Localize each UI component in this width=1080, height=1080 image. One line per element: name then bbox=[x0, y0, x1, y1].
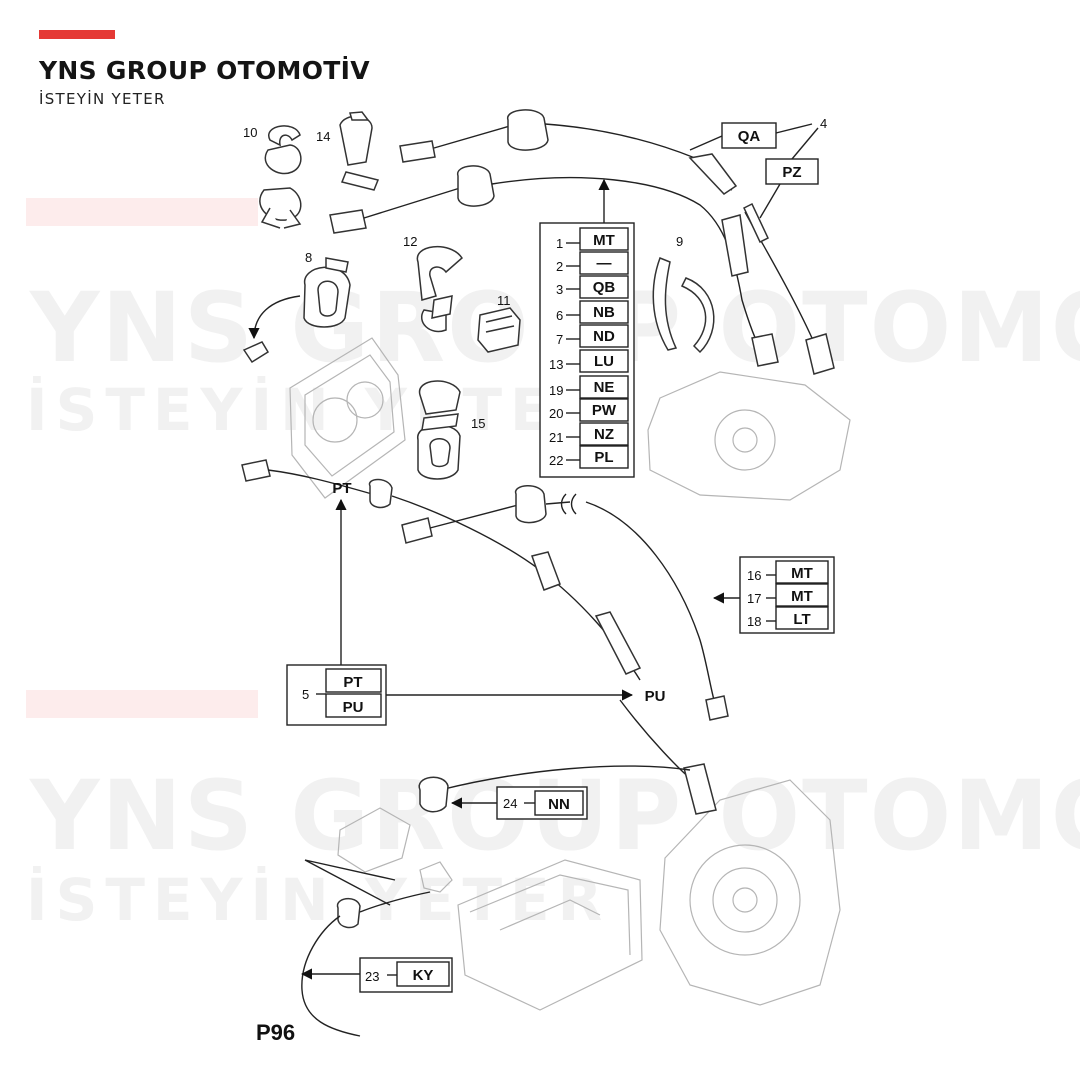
clip-part-11 bbox=[477, 307, 521, 353]
speedometer-cable-pz bbox=[743, 202, 835, 375]
pu-label: PU bbox=[645, 688, 666, 705]
svg-text:NN: NN bbox=[548, 796, 570, 813]
center-row-7: 7 ND bbox=[556, 324, 629, 348]
svg-text:21: 21 bbox=[549, 430, 563, 445]
gearbox-sketch-bottom bbox=[659, 779, 841, 1006]
svg-text:19: 19 bbox=[549, 383, 563, 398]
part-number-12: 12 bbox=[403, 234, 417, 249]
part-number-15: 15 bbox=[471, 416, 485, 431]
svg-text:22: 22 bbox=[549, 453, 563, 468]
svg-text:ND: ND bbox=[593, 328, 615, 345]
right-row-16: 16 MT bbox=[747, 560, 829, 584]
center-row-13: 13 LU bbox=[549, 349, 629, 373]
svg-text:PW: PW bbox=[592, 402, 617, 419]
left-code-table: 5 PT PU bbox=[286, 498, 634, 726]
clip-part-15 bbox=[417, 380, 461, 480]
brand-title: YNS GROUP OTOMOTİV bbox=[39, 56, 370, 85]
right-row-17: 17 MT bbox=[747, 583, 829, 607]
svg-text:KY: KY bbox=[413, 967, 434, 984]
brand-accent-bar bbox=[39, 30, 115, 39]
part-number-10: 10 bbox=[243, 125, 257, 140]
svg-text:24: 24 bbox=[503, 796, 517, 811]
brand-subtitle: İSTEYİN YETER bbox=[39, 90, 166, 108]
speedometer-cable-mt bbox=[329, 165, 779, 367]
qa-label-box: QA bbox=[689, 122, 813, 151]
svg-text:17: 17 bbox=[747, 591, 761, 606]
clip-part-10 bbox=[259, 125, 302, 229]
svg-text:16: 16 bbox=[747, 568, 761, 583]
svg-text:LU: LU bbox=[594, 353, 614, 370]
svg-text:MT: MT bbox=[593, 232, 615, 249]
center-row-19: 19 NE bbox=[549, 375, 629, 399]
sensor-sketch bbox=[304, 807, 453, 906]
svg-text:QB: QB bbox=[593, 279, 616, 296]
part-number-14: 14 bbox=[316, 129, 330, 144]
nn-label-box: 24 NN bbox=[450, 786, 588, 820]
svg-text:20: 20 bbox=[549, 406, 563, 421]
center-row-22: 22 PL bbox=[549, 445, 629, 469]
part-number-11: 11 bbox=[497, 293, 511, 308]
center-code-table: 1 MT 2 — 3 QB 6 NB 7 ND bbox=[539, 178, 635, 478]
watermark-band-bottom bbox=[26, 690, 258, 718]
svg-text:PT: PT bbox=[343, 674, 362, 691]
page-code: P96 bbox=[256, 1020, 295, 1045]
center-row-21: 21 NZ bbox=[549, 422, 629, 446]
speedometer-cable-ky bbox=[301, 891, 431, 1037]
svg-text:1: 1 bbox=[556, 236, 563, 251]
center-row-20: 20 PW bbox=[549, 398, 629, 422]
center-row-6: 6 NB bbox=[556, 300, 629, 324]
right-row-18: 18 LT bbox=[747, 606, 829, 630]
engine-bay-sketch bbox=[457, 859, 643, 1011]
center-row-1: 1 MT bbox=[556, 227, 629, 251]
svg-text:MT: MT bbox=[791, 565, 813, 582]
clip-part-8 bbox=[242, 257, 351, 364]
ky-label-box: 23 KY bbox=[300, 957, 453, 993]
svg-text:2: 2 bbox=[556, 259, 563, 274]
svg-text:3: 3 bbox=[556, 282, 563, 297]
svg-text:—: — bbox=[597, 255, 612, 272]
gearbox-sketch-top bbox=[647, 371, 851, 501]
svg-text:18: 18 bbox=[747, 614, 761, 629]
svg-text:PL: PL bbox=[594, 449, 613, 466]
instrument-cluster-sketch bbox=[289, 337, 406, 499]
pz-code: PZ bbox=[782, 164, 801, 181]
pt-label: PT bbox=[332, 480, 351, 497]
speedometer-cable-pu bbox=[401, 485, 729, 721]
center-row-2: 2 — bbox=[556, 251, 629, 275]
svg-text:PU: PU bbox=[343, 699, 364, 716]
svg-text:MT: MT bbox=[791, 588, 813, 605]
watermark-band-top bbox=[26, 198, 258, 226]
part-number-9: 9 bbox=[676, 234, 683, 249]
svg-text:13: 13 bbox=[549, 357, 563, 372]
speedometer-cable-nn bbox=[418, 699, 717, 815]
svg-text:5: 5 bbox=[302, 687, 309, 702]
svg-text:NE: NE bbox=[594, 379, 615, 396]
speedometer-cable-qa bbox=[399, 109, 738, 195]
svg-text:NB: NB bbox=[593, 304, 615, 321]
part-number-4: 4 bbox=[820, 116, 827, 131]
clip-part-12 bbox=[416, 245, 463, 333]
clip-part-14 bbox=[339, 111, 380, 191]
clip-part-9 bbox=[652, 257, 715, 354]
watermark-subtext: İSTEYİN YETER bbox=[26, 376, 611, 444]
svg-text:NZ: NZ bbox=[594, 426, 614, 443]
center-row-3: 3 QB bbox=[556, 275, 629, 299]
right-code-table: 16 MT 17 MT 18 LT bbox=[712, 556, 835, 634]
watermark-subtext-2: İSTEYİN YETER bbox=[26, 866, 611, 934]
part-number-8: 8 bbox=[305, 250, 312, 265]
speedometer-cable-pt bbox=[241, 459, 642, 681]
svg-text:23: 23 bbox=[365, 969, 379, 984]
pz-label-box: PZ bbox=[759, 127, 819, 219]
qa-code: QA bbox=[738, 128, 761, 145]
svg-text:LT: LT bbox=[793, 611, 810, 628]
svg-text:7: 7 bbox=[556, 332, 563, 347]
svg-text:6: 6 bbox=[556, 308, 563, 323]
